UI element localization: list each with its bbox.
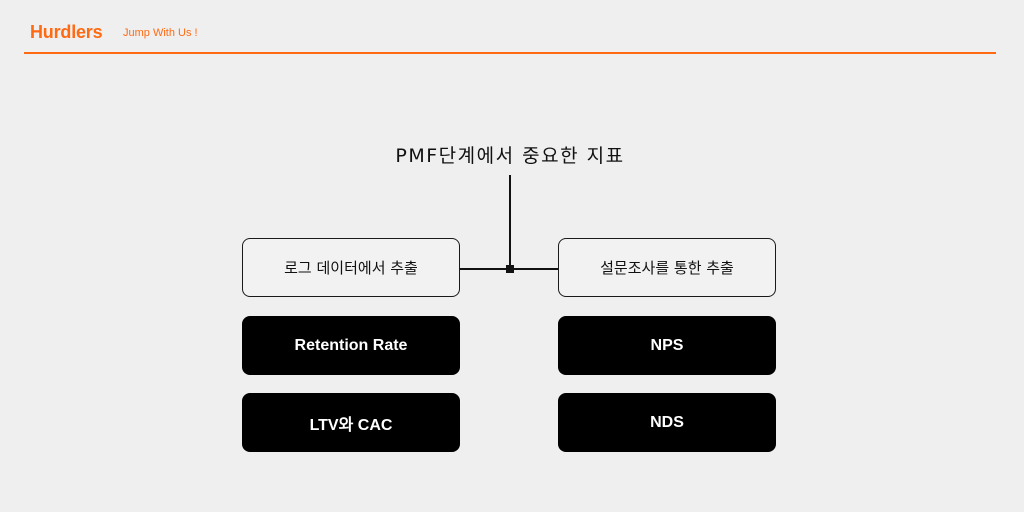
brand-tagline: Jump With Us ! bbox=[123, 27, 198, 39]
connector-junction-node bbox=[506, 265, 514, 273]
log-data-source-box: 로그 데이터에서 추출 bbox=[242, 238, 460, 297]
nds-metric-box: NDS bbox=[558, 393, 776, 452]
title-connector-line bbox=[509, 175, 511, 269]
diagram-title: PMF단계에서 중요한 지표 bbox=[395, 145, 625, 167]
retention-rate-metric-box: Retention Rate bbox=[242, 316, 460, 375]
ltv-cac-metric-box: LTV와 CAC bbox=[242, 393, 460, 452]
nps-metric-box: NPS bbox=[558, 316, 776, 375]
survey-source-box: 설문조사를 통한 추출 bbox=[558, 238, 776, 297]
header-divider bbox=[24, 52, 996, 54]
brand-logo: Hurdlers bbox=[30, 22, 103, 42]
